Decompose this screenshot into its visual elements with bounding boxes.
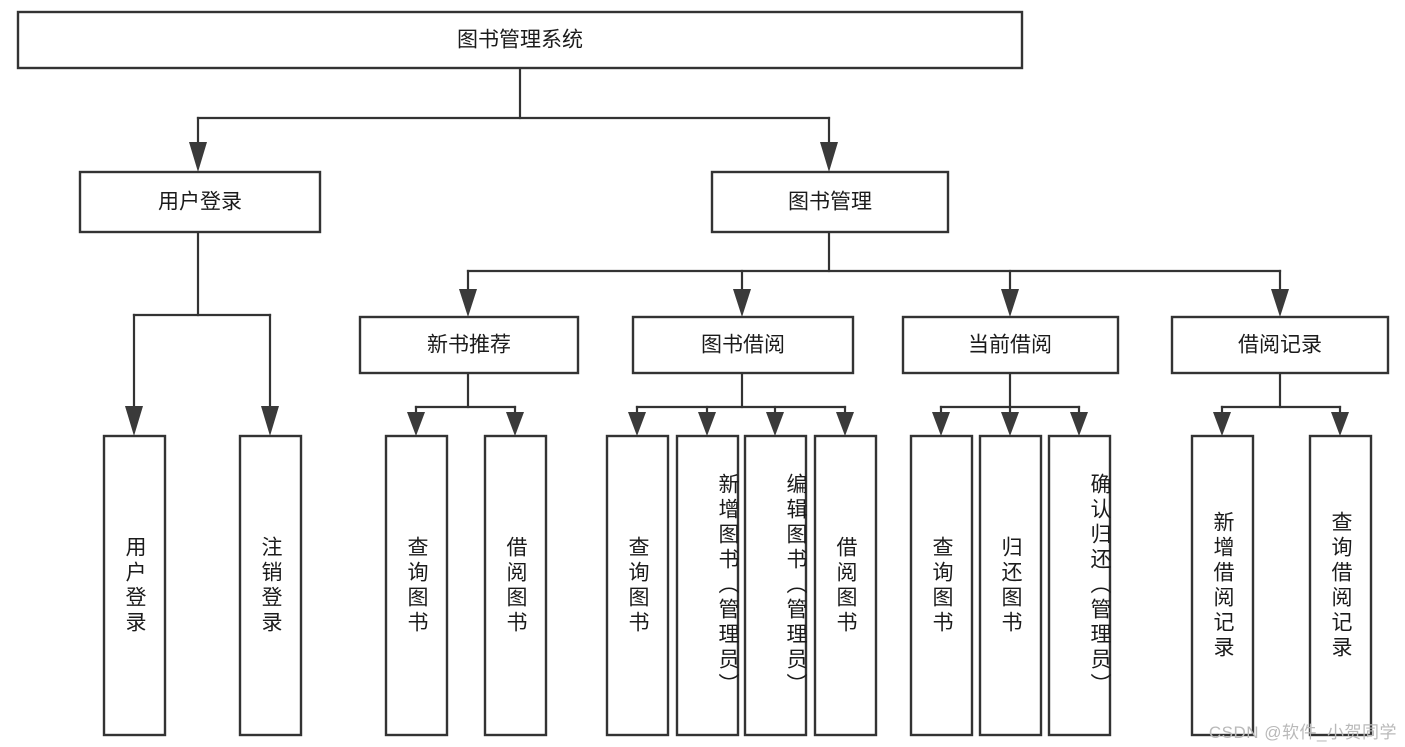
connector-group-new-book-recommend (407, 371, 524, 436)
node-label-new-book-recommend: 新书推荐 (427, 334, 511, 357)
node-label-root: 图书管理系统 (457, 29, 583, 52)
node-box-root[interactable] (16, 10, 1024, 70)
arrow-head-cb-3 (1070, 412, 1088, 436)
arrow-head-user-login (189, 142, 207, 172)
node-label-borrow-record: 借阅记录 (1238, 334, 1322, 357)
arrow-head-cb-2 (1001, 412, 1019, 436)
node-box-book-borrow[interactable] (631, 315, 855, 375)
node-box-leaf-bb-borrow-book[interactable] (813, 434, 878, 737)
arrow-head-br-1 (1213, 412, 1231, 436)
connector-group-book-borrow (628, 371, 854, 436)
node-box-leaf-nbr-query-book[interactable] (384, 434, 449, 737)
connector-group-book-mgmt (459, 230, 1289, 317)
node-label-book-borrow: 图书借阅 (701, 334, 785, 357)
arrow-head-bb-1 (628, 412, 646, 436)
watermark-text: CSDN @软件_小贺同学 (1208, 723, 1397, 742)
arrow-head-book-mgmt (820, 142, 838, 172)
node-box-leaf-cb-confirm-return[interactable] (1047, 434, 1112, 737)
arrow-head-current-borrow (1001, 289, 1019, 317)
arrow-head-br-2 (1331, 412, 1349, 436)
connector-group-current-borrow (932, 371, 1088, 436)
node-box-leaf-bb-edit-book[interactable] (743, 434, 808, 737)
node-box-borrow-record[interactable] (1170, 315, 1390, 375)
arrow-head-book-borrow (733, 289, 751, 317)
node-box-leaf-bb-query-book[interactable] (605, 434, 670, 737)
node-box-user-login[interactable] (78, 170, 322, 234)
node-box-leaf-br-add-record[interactable] (1190, 434, 1255, 737)
node-box-current-borrow[interactable] (901, 315, 1120, 375)
arrow-head-bb-2 (698, 412, 716, 436)
arrow-head-nbr-2 (506, 412, 524, 436)
connector-group-borrow-record (1213, 371, 1349, 436)
arrow-head-leaf-logout (261, 406, 279, 436)
node-box-leaf-nbr-borrow-book[interactable] (483, 434, 548, 737)
node-label-current-borrow: 当前借阅 (968, 334, 1052, 357)
node-box-book-management[interactable] (710, 170, 950, 234)
connector-group-root (189, 66, 838, 172)
arrow-head-leaf-user-login (125, 406, 143, 436)
arrow-head-nbr-1 (407, 412, 425, 436)
node-box-leaf-cb-return-book[interactable] (978, 434, 1043, 737)
connector-group-user-login (125, 230, 279, 436)
arrow-head-borrow-record (1271, 289, 1289, 317)
arrow-head-bb-4 (836, 412, 854, 436)
node-box-leaf-br-query-record[interactable] (1308, 434, 1373, 737)
arrow-head-new-book (459, 289, 477, 317)
node-box-leaf-user-login[interactable] (102, 434, 167, 737)
node-label-user-login: 用户登录 (158, 191, 242, 214)
arrow-head-bb-3 (766, 412, 784, 436)
node-box-leaf-logout[interactable] (238, 434, 303, 737)
arrow-head-cb-1 (932, 412, 950, 436)
node-box-leaf-bb-add-book[interactable] (675, 434, 740, 737)
node-label-book-management: 图书管理 (788, 191, 872, 214)
node-box-new-book-recommend[interactable] (358, 315, 580, 375)
node-box-leaf-cb-query-book[interactable] (909, 434, 974, 737)
